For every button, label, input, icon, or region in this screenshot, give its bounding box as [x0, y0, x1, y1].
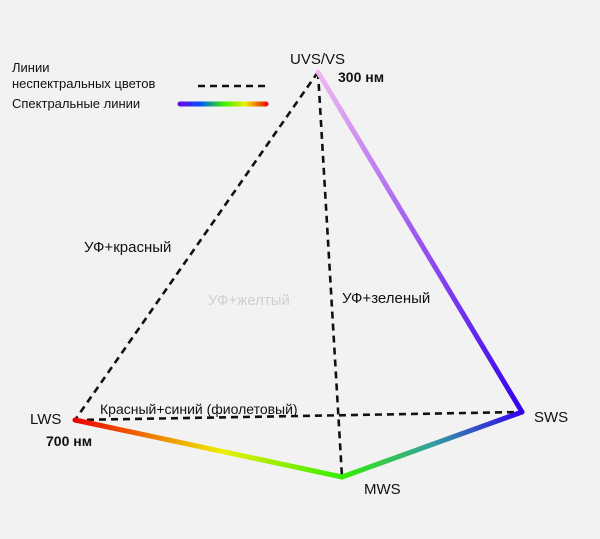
- face-label-uv-yellow: УФ+желтый: [208, 292, 290, 309]
- edge-sws-mws-spectral: [339, 409, 525, 480]
- edge-label-red-blue: Красный+синий (фиолетовый): [100, 401, 298, 417]
- vertex-uvs-label: UVS/VS: [290, 51, 345, 68]
- vertex-mws-label: MWS: [364, 481, 401, 498]
- legend-nonspectral-line1: Линии: [12, 60, 50, 75]
- vertex-lws-wavelength: 700 нм: [46, 433, 92, 449]
- vertex-uvs-wavelength: 300 нм: [338, 69, 384, 85]
- legend-nonspectral-line2: неспектральных цветов: [12, 76, 155, 91]
- edge-label-uv-red: УФ+красный: [84, 239, 171, 256]
- edge-lws-sws: [74, 410, 523, 422]
- vertex-sws-label: SWS: [534, 409, 568, 426]
- edge-uv-mws: [316, 71, 344, 478]
- edge-uv-sws-spectral: [315, 69, 525, 415]
- edge-uv-lws: [73, 71, 320, 421]
- legend-spectral: Спектральные линии: [12, 96, 140, 111]
- edge-lws-mws-spectral: [72, 417, 345, 480]
- vertex-lws-label: LWS: [30, 411, 61, 428]
- edge-label-uv-green: УФ+зеленый: [342, 290, 430, 307]
